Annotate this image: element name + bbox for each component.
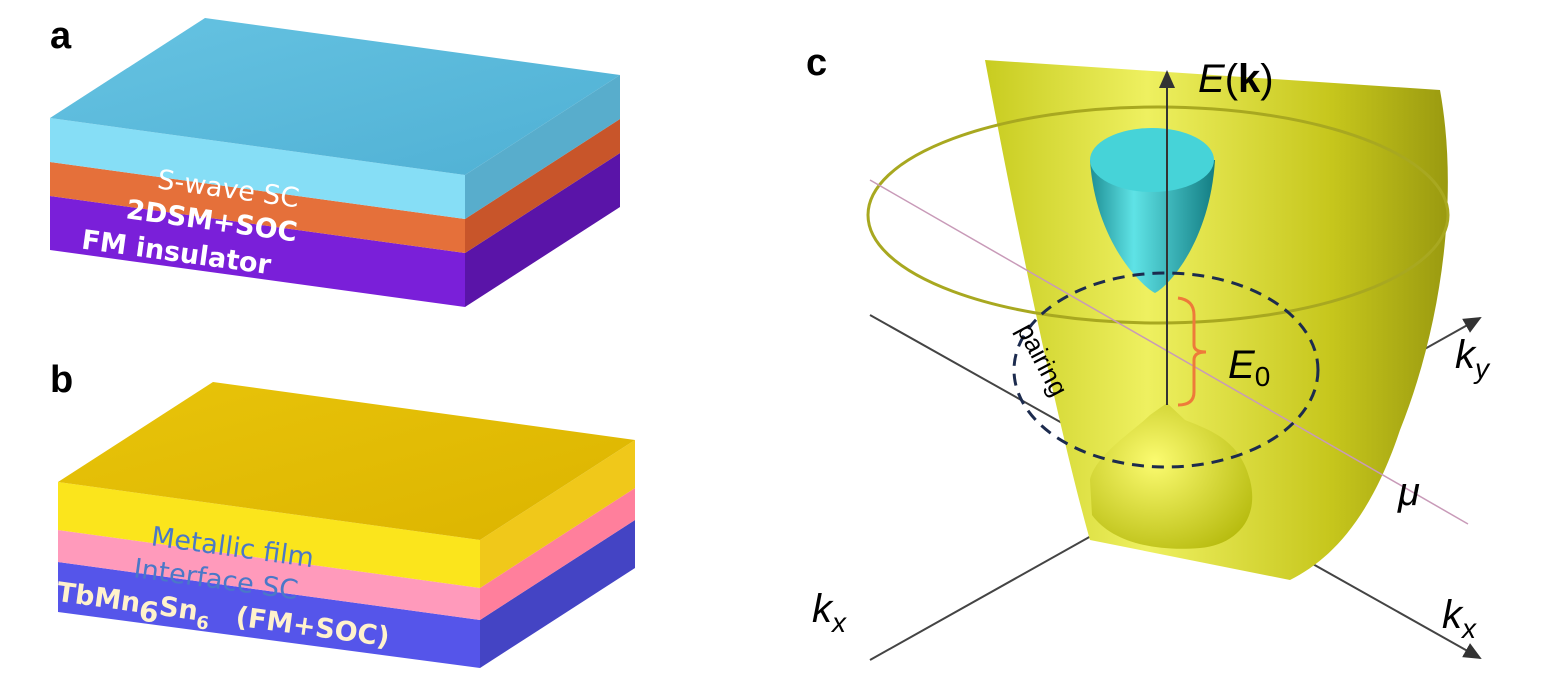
inner-cone-top (1090, 128, 1214, 192)
kx-left-label: kx (812, 587, 847, 638)
band-bottom-bump (1090, 403, 1253, 549)
kx-right-label: kx (1442, 593, 1477, 644)
layer-fm-insulator-front (50, 196, 465, 307)
layer-interface-sc-front (58, 530, 480, 620)
layer-tbmn6sn6-side (480, 520, 635, 668)
layer-swave-side (465, 75, 620, 219)
panel-label-a: a (50, 15, 72, 57)
mu-label: μ (1397, 470, 1420, 514)
ky-label: ky (1455, 333, 1491, 384)
pairing-circle (1012, 271, 1320, 469)
panel-c: c E(k) E0 pairing μ ky kx kx (806, 42, 1491, 661)
gap-label: E0 (1228, 343, 1270, 392)
energy-axis-label: E(k) (1198, 57, 1274, 101)
panel-b: b Metallic film Interface SC TbMn6Sn6(FM… (50, 359, 635, 668)
band-rim (866, 105, 1450, 325)
layer-metallic-film-front (58, 482, 480, 588)
layer-2dsm-side (465, 119, 620, 253)
panel-a: a S-wave SC 2DSM+SOC FM insulator (50, 15, 620, 307)
layer-2dsm-front (50, 162, 465, 253)
layer-swave-front (50, 118, 465, 219)
layer-fm-insulator-side (465, 153, 620, 307)
panel-label-b: b (50, 359, 73, 401)
layer-tbmn6sn6-front (58, 562, 480, 668)
layer-metallic-film-side (480, 440, 635, 588)
layer-swave-top (50, 18, 620, 175)
gap-bracket (1177, 296, 1207, 407)
layer-interface-sc-side (480, 488, 635, 620)
inner-cone (1090, 160, 1215, 293)
layer-metallic-film-top (58, 382, 635, 540)
panel-label-c: c (806, 42, 827, 84)
mu-line (869, 179, 1469, 525)
